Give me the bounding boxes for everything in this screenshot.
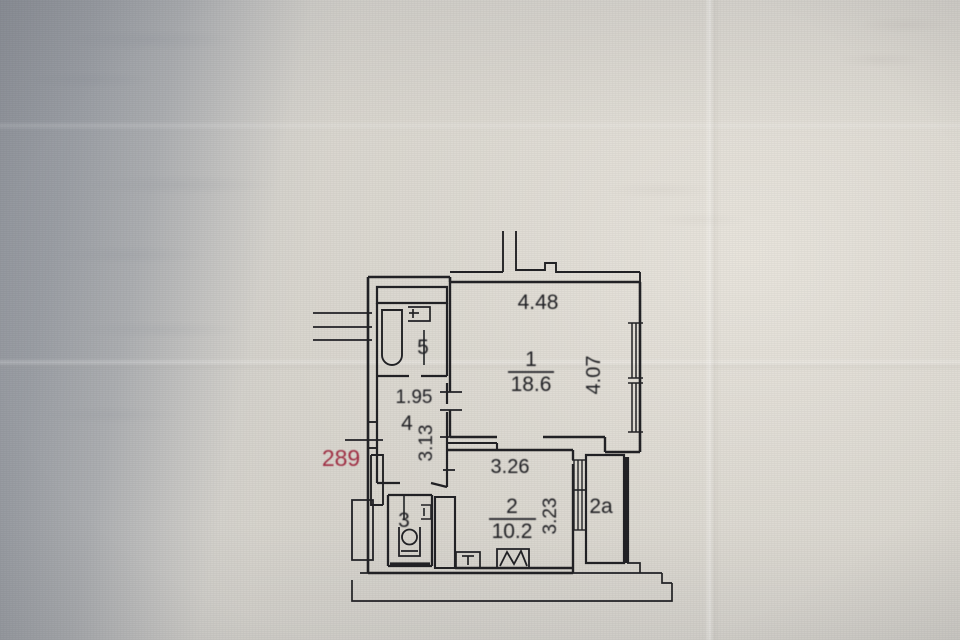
balcony-glazing <box>572 459 585 531</box>
balcony-outer-return <box>627 562 641 573</box>
dim-3-26: 3.26 <box>491 456 530 478</box>
kitchen-sink <box>455 551 481 569</box>
room-1-area: 18.6 <box>511 373 552 396</box>
dim-1-95: 1.95 <box>396 387 433 408</box>
room-5-number: 5 <box>417 336 429 359</box>
stamp-number: 289 <box>322 445 360 471</box>
door-opening-markers <box>440 391 462 471</box>
bathtub <box>381 309 403 366</box>
wc-sink <box>421 504 432 520</box>
dim-3-13: 3.13 <box>416 425 437 462</box>
sink-small <box>408 306 431 322</box>
entrance-door <box>368 421 384 506</box>
left-duct-lines <box>313 312 372 341</box>
context-outer-walls <box>351 572 673 602</box>
toilet <box>398 527 421 557</box>
room-1-number: 1 <box>525 348 537 371</box>
kitchen-stove <box>496 548 530 569</box>
room-3-number: 3 <box>398 509 410 532</box>
dim-3-23: 3.23 <box>540 498 561 535</box>
window-right-upper <box>628 322 643 379</box>
room-2a-walls <box>584 453 626 565</box>
room-5-walls <box>375 285 449 378</box>
window-right-lower <box>628 382 643 433</box>
room-4-number: 4 <box>401 412 413 435</box>
kitchen-riser <box>433 495 457 570</box>
dim-4-07: 4.07 <box>583 356 605 395</box>
dim-4-48: 4.48 <box>518 291 559 314</box>
room-2-number: 2 <box>506 495 518 518</box>
kitchen-top-partition <box>447 441 499 450</box>
room-2-area: 10.2 <box>492 520 533 543</box>
room-3-walls <box>386 493 434 568</box>
wc-riser <box>351 499 374 561</box>
dimension-leaders <box>403 330 586 520</box>
apartment-outer-walls <box>366 275 642 575</box>
upper-landing-walls <box>450 231 641 282</box>
room-2a-number: 2a <box>589 495 613 518</box>
